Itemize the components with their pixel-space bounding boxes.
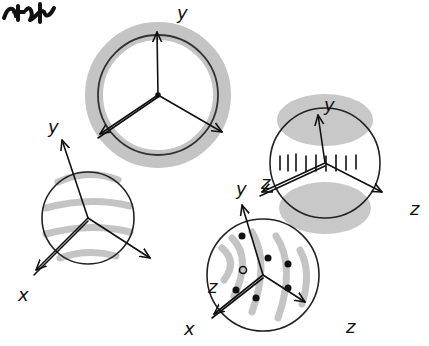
sphere-dots [207,205,319,331]
axis-label: y [48,118,59,136]
sphere-halo [94,31,222,159]
cut-title-scribble [4,4,54,22]
axis-label: z [208,278,217,296]
axis-label: z [261,174,270,192]
axis-label: z [410,200,419,218]
axis-label: x [184,320,195,338]
sphere-lobes [260,94,382,234]
axis-label: y [324,96,335,114]
axis-label: y [236,180,247,198]
axis-label: x [18,286,29,304]
sphere-bands [34,140,150,275]
axis-label: z [346,318,355,336]
axis-label: y [177,4,188,22]
